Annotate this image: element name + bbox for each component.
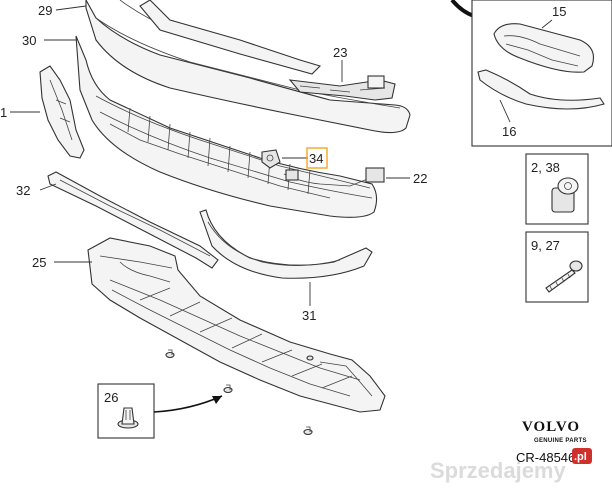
callout-32: 32 (16, 183, 30, 198)
callout-1: 1 (0, 105, 7, 120)
callout-26: 26 (104, 390, 118, 405)
callout-9-27: 9, 27 (531, 238, 560, 253)
part-15-fog-cover (493, 23, 595, 73)
clip-nut-icon (551, 177, 579, 213)
callout-labels: 29 30 1 23 15 16 34 22 32 2, 38 25 9, 27… (0, 3, 566, 405)
watermark-badge (572, 448, 592, 464)
part-29-upper-cover (85, 0, 411, 134)
callout-16: 16 (502, 124, 516, 139)
brand-subtitle: GENUINE PARTS (534, 438, 587, 444)
inset-box-26 (97, 383, 223, 439)
watermark-text: Sprzedajemy (430, 458, 566, 483)
screw-icon (303, 426, 313, 436)
part-32-trim-strip (47, 171, 219, 269)
reference-code: CR-48546 (516, 450, 575, 465)
screw-icon (165, 349, 175, 359)
corner-swoosh (450, 0, 475, 18)
callout-25: 25 (32, 255, 46, 270)
part-16-trim (477, 69, 605, 110)
arrow-to-plate (153, 395, 223, 413)
callout-15: 15 (552, 4, 566, 19)
inset-box-2-38 (525, 153, 589, 225)
callout-34: 34 (309, 151, 323, 166)
part-1-side-bracket (39, 65, 85, 159)
watermark-suffix: .pl (574, 451, 587, 463)
screw-bolt-icon (545, 260, 583, 293)
callout-22: 22 (413, 171, 427, 186)
leader-lines (10, 5, 553, 306)
push-clip-icon (117, 407, 139, 429)
callout-23: 23 (333, 45, 347, 60)
part-30-lower-grille (75, 35, 378, 218)
volvo-logo: VOLVO GENUINE PARTS (522, 419, 587, 444)
callout-29: 29 (38, 3, 52, 18)
callout-2-38: 2, 38 (531, 160, 560, 175)
part-22-harness (283, 167, 385, 187)
screw-icon (223, 384, 233, 394)
inset-box-9-27 (525, 231, 589, 303)
inset-box-15-16 (471, 0, 612, 147)
part-23-bracket (288, 75, 396, 101)
part-25-skid-plate (87, 237, 386, 413)
callout-34-highlight (306, 147, 328, 169)
brand-name: VOLVO (522, 419, 580, 435)
part-34-clip (261, 149, 281, 169)
callout-31: 31 (302, 308, 316, 323)
screw-markers (165, 349, 314, 436)
screw-icon (306, 355, 314, 361)
callout-30: 30 (22, 33, 36, 48)
watermark: Sprzedajemy .pl (430, 448, 592, 483)
part-31-chrome-trim (199, 209, 373, 279)
